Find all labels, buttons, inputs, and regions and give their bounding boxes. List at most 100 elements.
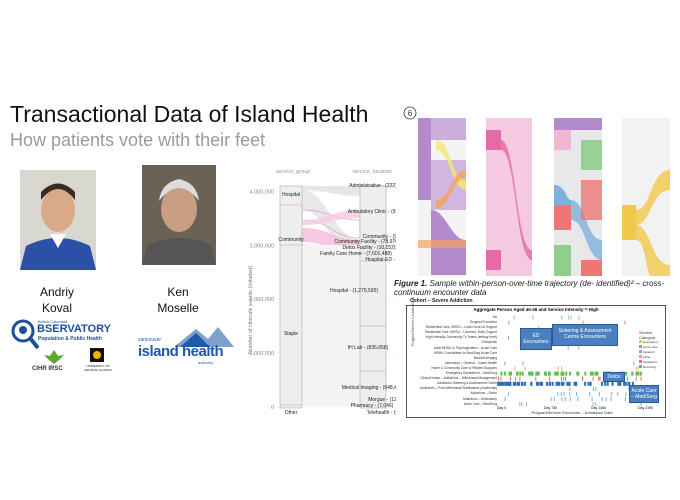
event-mark	[568, 371, 571, 376]
event-mark	[500, 376, 502, 381]
event-mark	[637, 366, 639, 371]
location-label: Community Facility - (78,970)	[334, 239, 396, 245]
event-mark	[561, 397, 563, 402]
event-mark	[555, 381, 558, 386]
event-mark	[577, 397, 579, 402]
figure-row-label: Residential Care, MHSU – Lower Level of …	[425, 325, 497, 330]
event-mark	[587, 381, 590, 386]
event-mark	[553, 397, 555, 402]
event-mark	[640, 376, 642, 381]
panel-number: 6	[408, 109, 413, 118]
figure-row-label: Home & Community Care or Related Support…	[431, 365, 497, 370]
event-mark	[568, 315, 570, 320]
event-mark	[507, 392, 509, 396]
callout-sobering-centre: Sobering & Assessment Centre Encounters	[552, 324, 618, 346]
event-mark	[564, 397, 566, 402]
event-mark	[510, 371, 513, 376]
event-mark	[500, 381, 502, 386]
event-mark	[611, 381, 614, 386]
event-mark	[561, 366, 563, 371]
event-mark	[623, 381, 626, 386]
event-mark	[532, 315, 534, 320]
event-mark	[598, 392, 600, 396]
event-mark	[563, 376, 565, 381]
event-mark	[526, 402, 527, 407]
event-mark	[550, 397, 552, 402]
event-mark	[519, 402, 521, 407]
event-mark	[582, 376, 584, 381]
figure-row-label: Orthopedic	[481, 340, 497, 345]
event-mark	[514, 381, 517, 386]
event-mark	[557, 392, 559, 396]
event-mark	[501, 381, 504, 386]
event-mark	[591, 397, 593, 402]
event-mark	[604, 381, 607, 386]
event-mark	[567, 381, 570, 386]
event-mark	[584, 371, 587, 376]
event-mark	[627, 381, 630, 386]
event-mark	[520, 381, 523, 386]
y-tick-label: 1,000,000	[250, 351, 274, 357]
slide-subtitle: How patients vote with their feet	[10, 130, 266, 150]
group-label: Hospital	[282, 192, 300, 198]
event-mark	[567, 346, 569, 351]
event-mark	[513, 315, 515, 320]
figure-row-label: Emergency Department – Med/Surg	[445, 371, 497, 376]
event-mark	[539, 381, 542, 386]
figure-x-tick: Day 2190	[638, 406, 653, 410]
event-mark	[592, 376, 594, 381]
event-mark	[531, 371, 534, 376]
event-mark	[596, 371, 599, 376]
event-mark	[506, 381, 509, 386]
figure-ylabel: Program/Service Location Data	[411, 297, 415, 346]
event-mark	[569, 392, 571, 396]
event-mark	[497, 381, 500, 386]
legend-item: Recurring	[639, 365, 667, 370]
event-mark	[637, 371, 640, 376]
event-mark	[595, 386, 597, 391]
event-mark	[625, 371, 628, 376]
event-mark	[546, 381, 548, 386]
event-mark	[538, 325, 540, 330]
y-axis-label: Number of clinicals events (initiated)	[248, 266, 254, 355]
event-mark	[521, 371, 524, 376]
event-mark	[566, 381, 569, 386]
island-health-logo: vancouver island health authority	[138, 325, 234, 365]
event-mark	[555, 371, 558, 376]
event-mark	[498, 381, 501, 386]
thumbnail-2	[486, 118, 532, 276]
location-label: Administrative - (222)	[349, 183, 396, 189]
event-mark	[589, 392, 591, 396]
event-mark	[595, 402, 597, 407]
flow-hospital-admin	[302, 186, 360, 196]
location-label: Medical Imaging - (648,407)	[342, 385, 396, 391]
figure-row-label: Medical Imaging	[473, 355, 497, 360]
location-label: Telehealth - (9,16	[367, 410, 396, 416]
figure-row-label: NA	[492, 315, 497, 319]
group-label: Staple	[284, 331, 298, 337]
event-mark	[516, 381, 519, 386]
event-mark	[561, 376, 562, 381]
event-mark	[594, 371, 597, 376]
event-mark	[508, 335, 510, 340]
event-mark	[565, 376, 566, 381]
event-mark	[576, 371, 579, 376]
event-mark	[557, 366, 559, 371]
event-mark	[509, 381, 511, 386]
event-mark	[599, 376, 601, 381]
event-mark	[510, 376, 511, 381]
event-mark	[578, 346, 580, 351]
legend-item: Emergency	[639, 340, 667, 345]
group-label: Other	[285, 410, 298, 416]
event-mark	[569, 397, 571, 402]
event-mark	[519, 371, 522, 376]
event-mark	[570, 315, 572, 320]
event-mark	[589, 381, 592, 386]
event-mark	[508, 320, 510, 325]
figure-row-label: Acute Care – Med/Surg	[463, 401, 497, 406]
figure-cohort: Cohort – Severe Addiction	[410, 298, 473, 304]
ucf-logo: UNIVERSITY OF CENTRAL FLORIDA	[84, 348, 112, 376]
flow-community-2	[302, 210, 360, 225]
event-mark	[554, 371, 557, 376]
